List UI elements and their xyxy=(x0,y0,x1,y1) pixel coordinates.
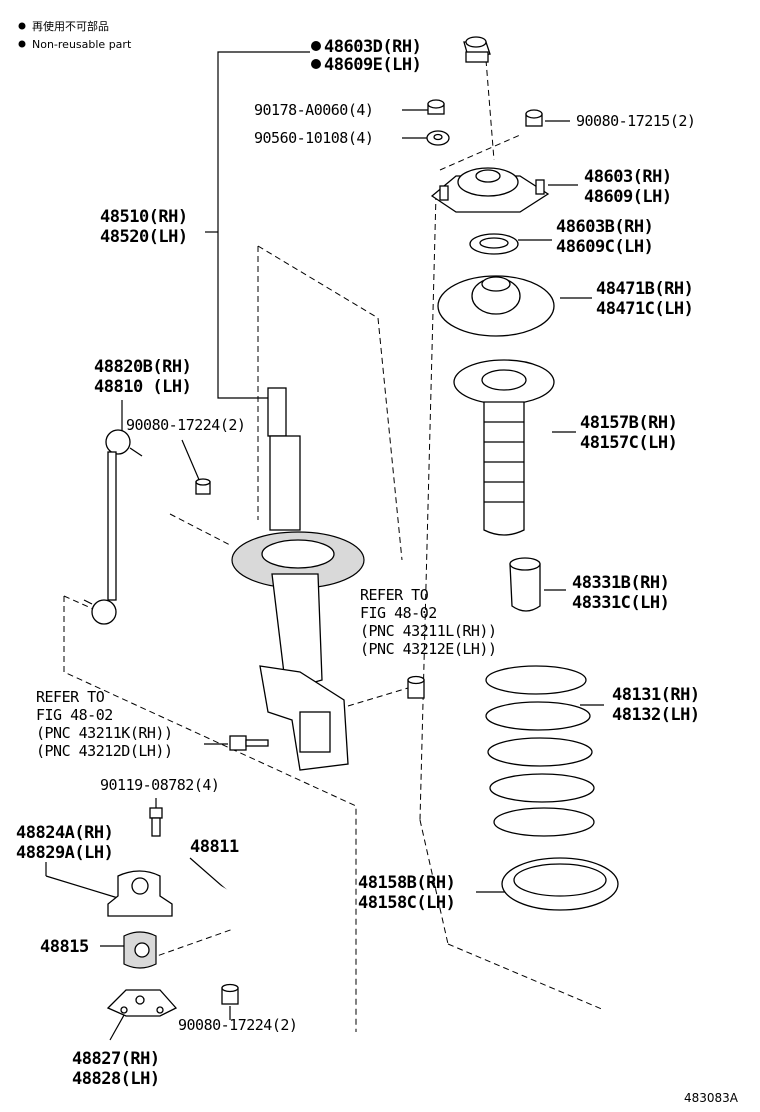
label-48820B: 48820B(RH) xyxy=(94,357,191,377)
refer-left-line-3[interactable]: (PNC 43211K(RH)) xyxy=(36,724,173,742)
label-90080-17215: 90080-17215(2) xyxy=(576,112,695,130)
label-48331C: 48331C(LH) xyxy=(572,593,669,613)
bullet-icon xyxy=(18,40,26,48)
label-48132: 48132(LH) xyxy=(612,705,700,725)
label-48158B: 48158B(RH) xyxy=(358,873,455,893)
bullet-icon xyxy=(18,22,26,30)
label-48158C: 48158C(LH) xyxy=(358,893,455,913)
label-48824A: 48824A(RH) xyxy=(16,823,113,843)
label-90178: 90178-A0060(4) xyxy=(254,101,373,119)
label-90560: 90560-10108(4) xyxy=(254,129,373,147)
label-48609: 48609(LH) xyxy=(584,187,672,207)
coil-spring-48131 xyxy=(485,665,595,837)
guide-lines xyxy=(63,59,605,1032)
legend: 再使用不可部品 Non-reusable part xyxy=(18,19,132,51)
refer-right-line-4[interactable]: (PNC 43212E(LH)) xyxy=(360,640,497,658)
stabilizer-bar-48811 xyxy=(169,857,321,1033)
labels: 48603D(RH) 48609E(LH) 90178-A0060(4) 905… xyxy=(16,37,739,1105)
label-48827: 48827(RH) xyxy=(72,1049,160,1069)
label-48131: 48131(RH) xyxy=(612,685,700,705)
label-48331B: 48331B(RH) xyxy=(572,573,669,593)
label-90080-17224-bottom: 90080-17224(2) xyxy=(178,1016,297,1034)
label-48815: 48815 xyxy=(40,937,89,957)
figure-id: 483083A xyxy=(684,1091,739,1105)
label-48157C: 48157C(LH) xyxy=(580,433,677,453)
label-90119: 90119-08782(4) xyxy=(100,776,219,794)
stabilizer-bracket-48824A xyxy=(107,870,173,917)
refer-right-line-2: FIG 48-02 xyxy=(360,604,437,622)
label-48157B: 48157B(RH) xyxy=(580,413,677,433)
label-48471C: 48471C(LH) xyxy=(596,299,693,319)
bolt-90080-17215 xyxy=(525,109,543,127)
refer-right-line-3[interactable]: (PNC 43211L(RH)) xyxy=(360,622,497,640)
bearing-48603B xyxy=(469,233,519,255)
label-48603D: 48603D(RH) xyxy=(324,37,421,57)
bullet-icon xyxy=(311,59,321,69)
refer-left-line-1: REFER TO xyxy=(36,688,105,706)
stabilizer-bracket-48827 xyxy=(106,989,178,1017)
refer-right-line-1: REFER TO xyxy=(360,586,429,604)
strut-support-48603 xyxy=(430,167,550,213)
shock-absorber-48510 xyxy=(231,387,365,771)
bound-stopper-48331B xyxy=(509,557,541,612)
label-48810: 48810 (LH) xyxy=(94,377,191,397)
spring-seat-48471B xyxy=(437,275,555,337)
label-90080-17224-top: 90080-17224(2) xyxy=(126,416,245,434)
stabilizer-link-48820B xyxy=(83,429,143,625)
leader-lines xyxy=(45,51,604,1041)
washer-90560 xyxy=(426,130,450,146)
spring-insulator-48158B xyxy=(501,857,619,911)
legend-non-reusable-en: Non-reusable part xyxy=(32,38,132,51)
bullet-icon xyxy=(311,41,321,51)
label-48811: 48811 xyxy=(190,837,239,857)
label-48471B: 48471B(RH) xyxy=(596,279,693,299)
label-48828: 48828(LH) xyxy=(72,1069,160,1089)
label-48603B: 48603B(RH) xyxy=(556,217,653,237)
label-48510: 48510(RH) xyxy=(100,207,188,227)
bolt-90119 xyxy=(149,807,163,837)
nut-48603D xyxy=(463,36,491,63)
nut-43211L xyxy=(407,675,425,699)
label-48520: 48520(LH) xyxy=(100,227,188,247)
label-48829A: 48829A(LH) xyxy=(16,843,113,863)
legend-non-reusable-jp: 再使用不可部品 xyxy=(32,19,109,33)
bolt-43211K xyxy=(229,735,269,751)
label-48603: 48603(RH) xyxy=(584,167,672,187)
nut-90080-17224-bottom xyxy=(221,983,239,1005)
bumper-boot-48157B xyxy=(453,359,555,536)
nut-90080-17224-top xyxy=(195,478,211,495)
refer-left-line-4[interactable]: (PNC 43212D(LH)) xyxy=(36,742,173,760)
nut-90178 xyxy=(427,99,445,115)
label-48609C: 48609C(LH) xyxy=(556,237,653,257)
stabilizer-bushing-48815 xyxy=(123,931,157,969)
label-48609E: 48609E(LH) xyxy=(324,55,421,75)
refer-left-line-2: FIG 48-02 xyxy=(36,706,113,724)
